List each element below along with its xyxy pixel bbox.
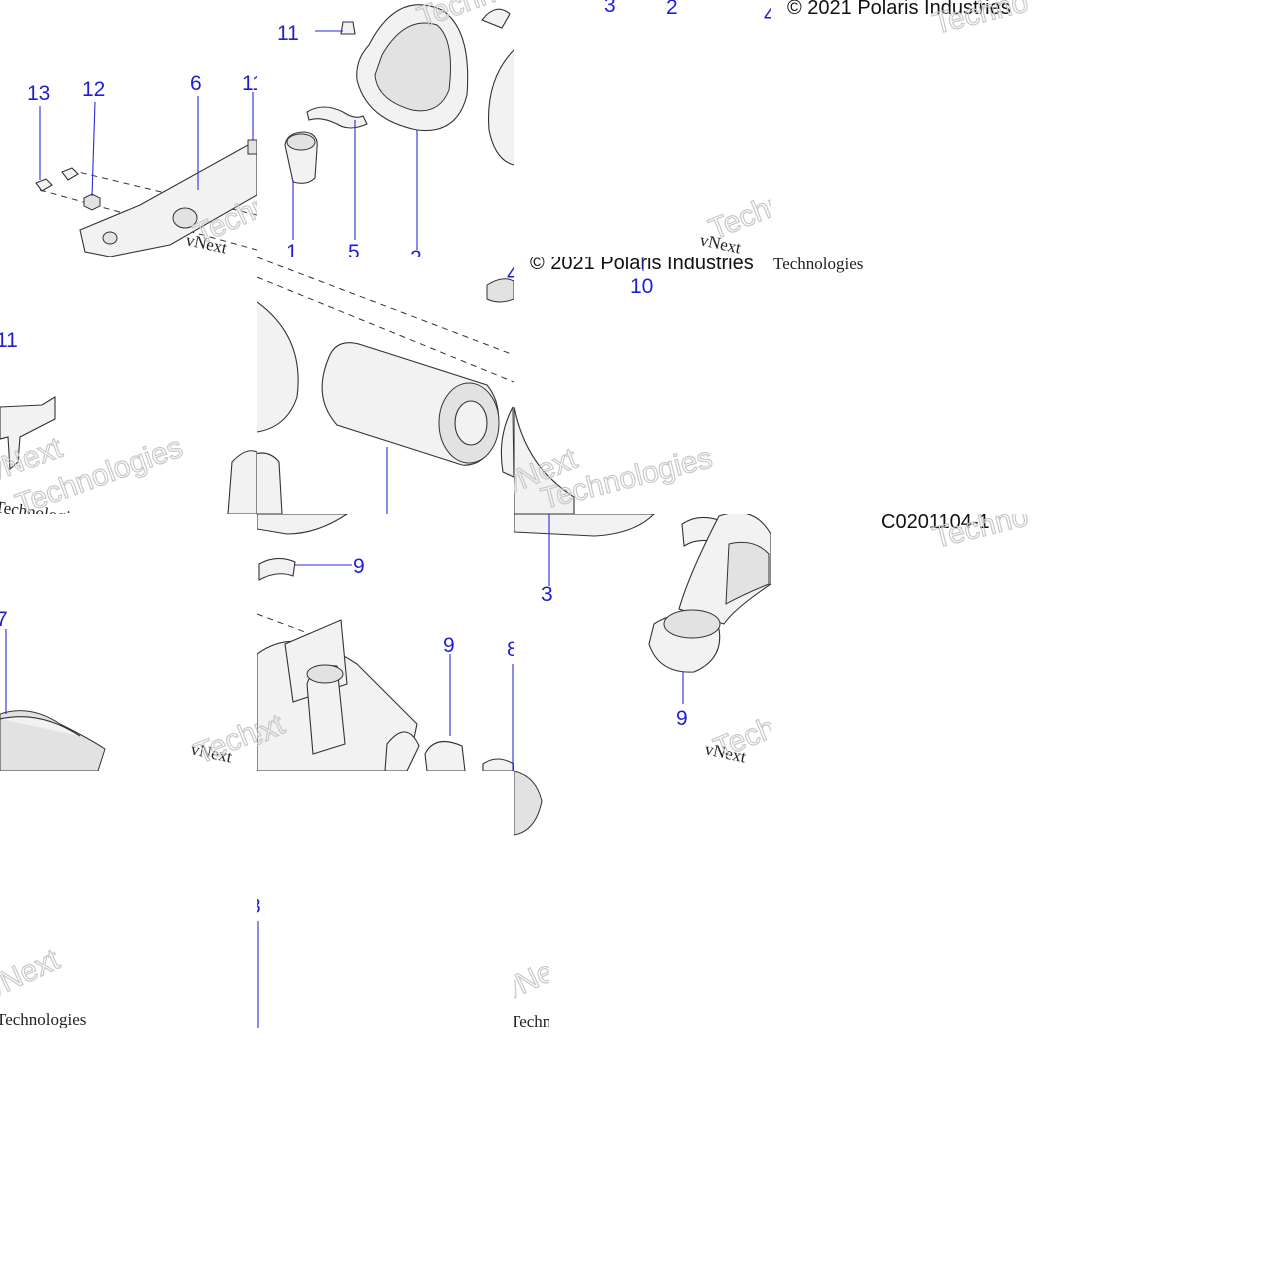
callout-5: 5 xyxy=(348,241,360,257)
housing-ring-svg: 11 1 5 2 Technologies xyxy=(277,0,514,257)
tile-bottom-hose: vNext Technologies xyxy=(514,771,549,1028)
copyright-text-2: © 2021 Polaris Industries xyxy=(530,257,754,274)
diagram-code-svg: C0201104-1 Technologies xyxy=(881,514,1028,555)
tile-air-filter: 4 xyxy=(257,257,514,514)
tile-bottom-left: vNext Technologies xyxy=(0,771,257,1028)
callout-7: 7 xyxy=(0,608,8,631)
outlet-duct-svg: 3 9 vNext Technologies xyxy=(514,514,771,767)
callout-10: 10 xyxy=(630,275,653,298)
callout-9-b: 9 xyxy=(443,634,455,657)
clamp-9-bottom xyxy=(424,740,466,771)
copyright-top-svg: © 2021 Polaris Industries Technologies xyxy=(787,0,1028,41)
clamp-9-top xyxy=(258,557,296,581)
bottom-hose-svg: vNext Technologies xyxy=(514,771,549,1028)
tile-bracket-top: 13 12 6 11 vNext Technologies xyxy=(0,0,257,257)
watermark-technologies-3: Technologies xyxy=(704,150,771,246)
callout-6: 6 xyxy=(190,72,202,95)
watermark-technologies-13: Technologies xyxy=(514,1012,549,1028)
callout-11: 11 xyxy=(277,22,299,45)
tile-housing-body: 9 9 8 vNext xyxy=(257,514,514,771)
housing-body-svg: 9 9 8 vNext xyxy=(257,514,514,771)
air-tube-edge xyxy=(487,49,514,166)
bracket-leg xyxy=(0,396,56,471)
bracket-top-svg: 13 12 6 11 vNext Technologies xyxy=(27,72,257,257)
tile-intake-duct: 7 vNext Technologies xyxy=(0,514,257,771)
callout-4-top-partial: 4 xyxy=(764,4,771,27)
tile-housing-ring: 11 1 5 2 Technologies xyxy=(257,0,514,257)
callout-1: 1 xyxy=(286,241,298,257)
intake-duct-svg: 7 vNext Technologies xyxy=(0,608,257,771)
callout-11-left: 11 xyxy=(0,329,18,352)
copyright-mid-svg: © 2021 Polaris Industries 10 vNext Techn… xyxy=(514,257,754,514)
watermark-technologies-7: Technologies xyxy=(773,257,863,273)
bolt-13 xyxy=(35,178,53,192)
tile-watermark-fragment: vNext Technologies xyxy=(771,257,1028,514)
callout-3: 3 xyxy=(541,583,553,606)
callout-13: 13 xyxy=(27,82,50,105)
nut-12 xyxy=(83,193,101,211)
bottom-lead-svg: 8 xyxy=(257,895,261,1028)
callout-3-top: 3 xyxy=(604,0,616,17)
tile-top-callouts: 3 2 4 vNext Technologies xyxy=(514,0,771,257)
callout-8-partial: 8 xyxy=(257,895,261,918)
top-callouts-svg: 3 2 4 vNext Technologies xyxy=(604,0,771,257)
outlet-hose xyxy=(678,514,771,625)
intake-duct-7 xyxy=(0,710,106,771)
callout-8: 8 xyxy=(507,638,514,661)
tile-bottom-lead: 8 xyxy=(257,771,514,1028)
callout-12: 12 xyxy=(82,78,105,101)
callout-9-c: 9 xyxy=(676,707,688,730)
watermark-vnext-13: vNext xyxy=(514,945,549,1008)
callout-11-partial: 11 xyxy=(242,72,257,95)
tile-copyright-top: © 2021 Polaris Industries Technologies xyxy=(771,0,1028,257)
watermark-vnext-12: vNext xyxy=(0,943,65,1006)
bolt-13b xyxy=(61,167,79,181)
latch-5 xyxy=(306,106,368,129)
callout-9-a: 9 xyxy=(353,555,365,578)
air-filter-svg: 4 xyxy=(257,257,514,514)
bottom-left-svg: vNext Technologies xyxy=(0,942,86,1028)
watermark-technologies-4: Technologies xyxy=(930,0,1028,41)
tile-bracket-lower: 11 vNext Technologies Technologies xyxy=(0,257,257,514)
watermark-technologies-11: Technologies xyxy=(930,514,1028,555)
tile-diagram-code: C0201104-1 Technologies xyxy=(771,514,1028,771)
copyright-text: © 2021 Polaris Industries xyxy=(787,0,1011,19)
watermark-technologies-10: Technologies xyxy=(709,669,771,765)
callout-4-partial: 4 xyxy=(507,263,514,286)
bracket-lower-svg: 11 vNext Technologies Technologies xyxy=(0,329,257,514)
tile-outlet-duct: 3 9 vNext Technologies xyxy=(514,514,771,771)
watermark-technologies-8: Technologies xyxy=(190,674,257,770)
callout-2-top: 2 xyxy=(666,0,678,19)
mounting-bracket xyxy=(79,139,257,257)
diagram-code: C0201104-1 xyxy=(881,514,990,533)
watermark-technologies-12: Technologies xyxy=(0,1010,86,1028)
tile-copyright-mid: © 2021 Polaris Industries 10 vNext Techn… xyxy=(514,257,771,514)
watermark-fragment-svg: vNext Technologies xyxy=(773,257,863,273)
bolt-11 xyxy=(340,21,356,35)
seal-ring xyxy=(257,301,299,433)
callout-2-partial: 2 xyxy=(410,247,422,257)
